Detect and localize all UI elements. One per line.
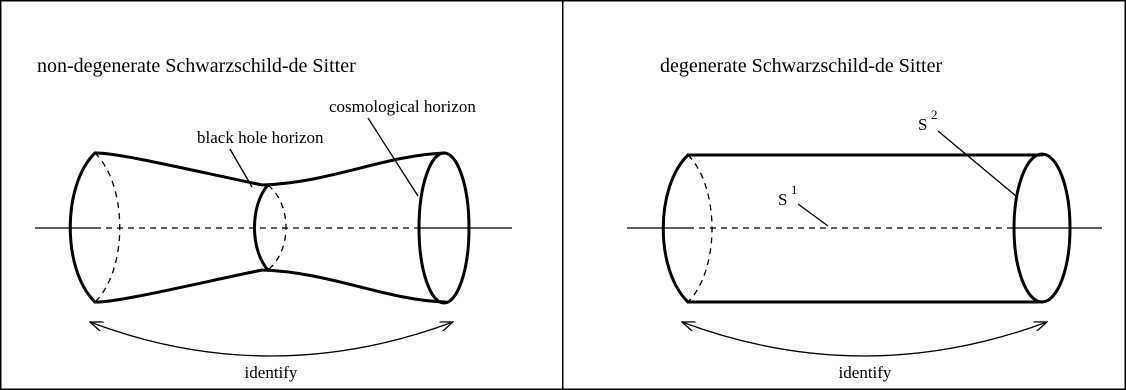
left-identify-label: identify xyxy=(245,363,298,382)
left-end-back-arc xyxy=(94,152,121,303)
left-end-front-arc xyxy=(68,151,97,304)
s1-superscript: 1 xyxy=(791,182,798,197)
black-hole-horizon-pointer xyxy=(229,148,253,188)
cosmological-horizon-pointer xyxy=(367,117,419,197)
right-identify-arrow xyxy=(682,322,1047,357)
left-panel-title: non-degenerate Schwarzschild-de Sitter xyxy=(37,55,356,77)
left-identify-arrow xyxy=(90,322,453,357)
left-lower-profile xyxy=(93,268,447,304)
left-upper-profile xyxy=(93,151,447,187)
cosmological-horizon-label: cosmological horizon xyxy=(329,97,476,116)
right-end-front-arc xyxy=(661,153,690,304)
black-hole-horizon-back xyxy=(267,184,287,271)
s2-label: S xyxy=(918,115,927,134)
black-hole-horizon-front xyxy=(253,183,270,272)
cosmological-horizon-ellipse xyxy=(417,151,471,305)
right-panel-title: degenerate Schwarzschild-de Sitter xyxy=(660,55,942,77)
black-hole-horizon-label: black hole horizon xyxy=(197,128,324,147)
right-end-back-arc xyxy=(687,154,713,303)
s1-pointer xyxy=(797,203,829,227)
s2-pointer xyxy=(937,130,1017,197)
right-panel-frame xyxy=(562,0,1126,390)
right-identify-label: identify xyxy=(839,363,892,382)
s1-label: S xyxy=(778,190,787,209)
s2-superscript: 2 xyxy=(931,107,938,122)
left-panel: non-degenerate Schwarzschild-de Sitter c… xyxy=(35,55,512,382)
cylinder-end-ellipse xyxy=(1012,152,1072,304)
right-panel: degenerate Schwarzschild-de Sitter S 1 S… xyxy=(627,55,1102,382)
